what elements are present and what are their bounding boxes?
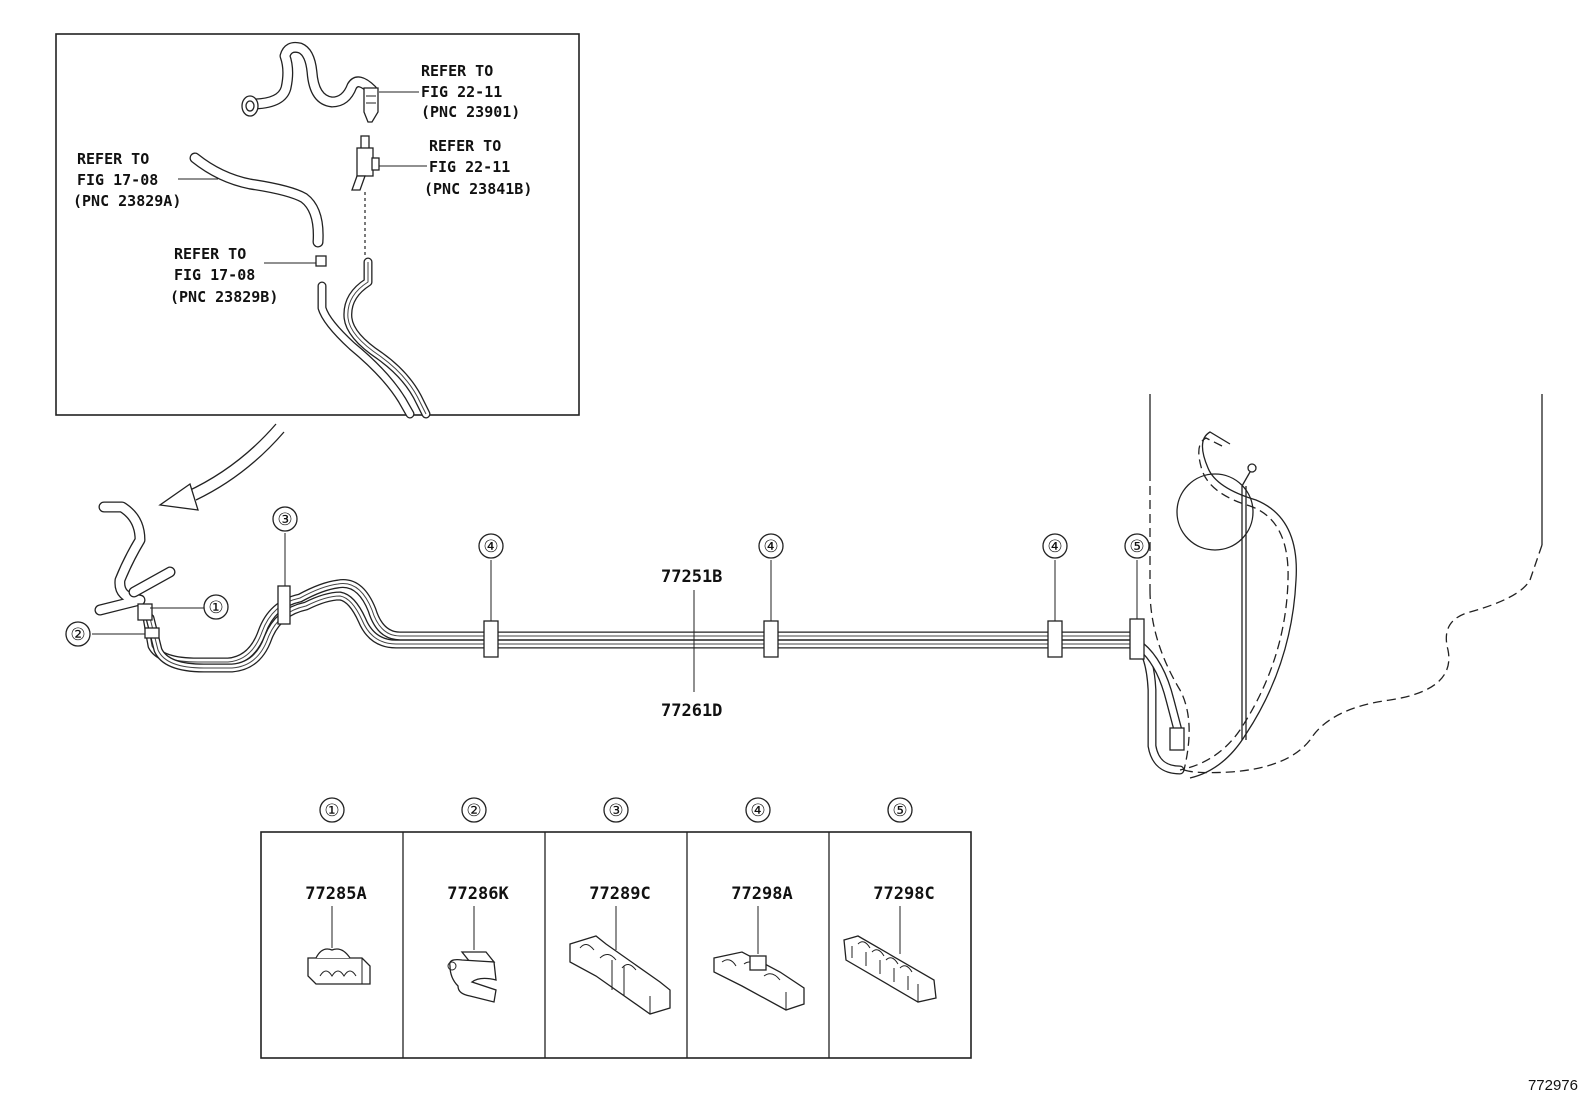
legend-part-3: 77289C xyxy=(589,884,650,904)
svg-text:④: ④ xyxy=(750,801,765,821)
svg-text:REFER TO: REFER TO xyxy=(429,137,501,155)
legend-part-1: 77285A xyxy=(305,884,366,904)
ref-23829a-line3: (PNC 23829A) xyxy=(73,192,181,210)
clamp-4b xyxy=(763,620,779,658)
clamp-2 xyxy=(144,627,160,639)
svg-text:FIG 17-08: FIG 17-08 xyxy=(77,171,158,189)
svg-text:④: ④ xyxy=(1047,537,1062,557)
svg-text:③: ③ xyxy=(277,510,292,530)
clamp-3 xyxy=(277,585,291,625)
legend-col-2-header: ② xyxy=(461,797,487,823)
clip-77286k-icon xyxy=(447,906,497,1003)
legend-num-5: ⑤ xyxy=(892,801,907,821)
clip-77298a-icon xyxy=(713,906,805,1011)
ref-23841b-line3: (PNC 23841B) xyxy=(424,180,532,198)
svg-text:REFER TO: REFER TO xyxy=(174,245,246,263)
legend-num-2: ② xyxy=(466,801,481,821)
detail-inset: REFER TO FIG 22-11 (PNC 23901) REFER TO … xyxy=(55,33,580,419)
ref-23829b-line3: (PNC 23829B) xyxy=(170,288,278,306)
svg-text:⑤: ⑤ xyxy=(1129,537,1144,557)
ref-23841b-line2: FIG 22-11 xyxy=(429,158,510,176)
callout-2-label: ② xyxy=(70,625,85,645)
callout-4c: ④ xyxy=(1042,533,1068,559)
ref-23901-line2: FIG 22-11 xyxy=(421,83,502,101)
svg-text:REFER TO: REFER TO xyxy=(421,62,493,80)
legend-num-4: ④ xyxy=(750,801,765,821)
legend-num-1: ① xyxy=(324,801,339,821)
callout-3-label: ③ xyxy=(277,510,292,530)
clamp-4c xyxy=(1047,620,1063,658)
callout-1: ① xyxy=(203,594,229,620)
svg-text:①: ① xyxy=(324,801,339,821)
ref-23829a-line2: FIG 17-08 xyxy=(77,171,158,189)
svg-text:FIG 17-08: FIG 17-08 xyxy=(174,266,255,284)
svg-text:FIG 22-11: FIG 22-11 xyxy=(421,83,502,101)
clip-77298c-icon xyxy=(843,906,937,1003)
filler-neck-hose xyxy=(94,501,176,616)
connector xyxy=(315,255,327,267)
inset-pipes xyxy=(317,257,431,419)
check-valve xyxy=(351,135,380,258)
clamp-4a xyxy=(483,620,499,658)
svg-text:④: ④ xyxy=(763,537,778,557)
svg-text:(PNC 23901): (PNC 23901) xyxy=(421,103,520,121)
legend-num-3: ③ xyxy=(608,801,623,821)
legend-col-1-header: ① xyxy=(319,797,345,823)
legend-col-4-header: ④ xyxy=(745,797,771,823)
fuel-tube-bundle xyxy=(141,579,1185,775)
callout-4b-label: ④ xyxy=(763,537,778,557)
svg-text:REFER TO: REFER TO xyxy=(77,150,149,168)
parts-legend: ① ② ③ ④ ⑤ 77285A 77286K 77289C 77298A 77… xyxy=(260,797,972,1059)
breather-hose xyxy=(189,152,324,248)
legend-part-4: 77298A xyxy=(731,884,792,904)
legend-part-2: 77286K xyxy=(447,884,509,904)
svg-text:②: ② xyxy=(466,801,481,821)
callout-1-label: ① xyxy=(208,598,223,618)
ref-23829b-line1: REFER TO xyxy=(174,245,246,263)
svg-text:(PNC 23841B): (PNC 23841B) xyxy=(424,180,532,198)
legend-col-5-header: ⑤ xyxy=(887,797,913,823)
ref-23901-line3: (PNC 23901) xyxy=(421,103,520,121)
main-assembly: ① ② ③ ④ ④ ④ ⑤ 77251B 77261D xyxy=(65,501,1185,775)
svg-text:③: ③ xyxy=(608,801,623,821)
clamp-1 xyxy=(137,603,153,621)
svg-text:②: ② xyxy=(70,625,85,645)
callout-3: ③ xyxy=(272,506,298,532)
clip-77289c-icon xyxy=(569,906,671,1015)
filler-hose xyxy=(241,41,379,123)
detail-arrow xyxy=(158,423,285,511)
callout-4c-label: ④ xyxy=(1047,537,1062,557)
ref-23829b-line2: FIG 17-08 xyxy=(174,266,255,284)
ref-23829a-line1: REFER TO xyxy=(77,150,149,168)
callout-4b: ④ xyxy=(758,533,784,559)
ref-23841b-line1: REFER TO xyxy=(429,137,501,155)
svg-text:(PNC 23829A): (PNC 23829A) xyxy=(73,192,181,210)
tube-label-lower: 77261D xyxy=(661,701,722,721)
svg-text:⑤: ⑤ xyxy=(892,801,907,821)
svg-text:①: ① xyxy=(208,598,223,618)
figure-id: 772976 xyxy=(1528,1077,1578,1094)
fuel-tank-outline xyxy=(1149,394,1543,779)
callout-2: ② xyxy=(65,621,91,647)
callout-4a: ④ xyxy=(478,533,504,559)
tube-label-upper: 77251B xyxy=(661,567,722,587)
ref-23901-line1: REFER TO xyxy=(421,62,493,80)
legend-col-3-header: ③ xyxy=(603,797,629,823)
svg-text:④: ④ xyxy=(483,537,498,557)
callout-4a-label: ④ xyxy=(483,537,498,557)
clip-77285a-icon xyxy=(307,906,371,985)
clamp-5 xyxy=(1129,618,1145,660)
legend-part-5: 77298C xyxy=(873,884,934,904)
svg-text:(PNC 23829B): (PNC 23829B) xyxy=(170,288,278,306)
callout-5-label: ⑤ xyxy=(1129,537,1144,557)
svg-text:FIG 22-11: FIG 22-11 xyxy=(429,158,510,176)
callout-5: ⑤ xyxy=(1124,533,1150,559)
